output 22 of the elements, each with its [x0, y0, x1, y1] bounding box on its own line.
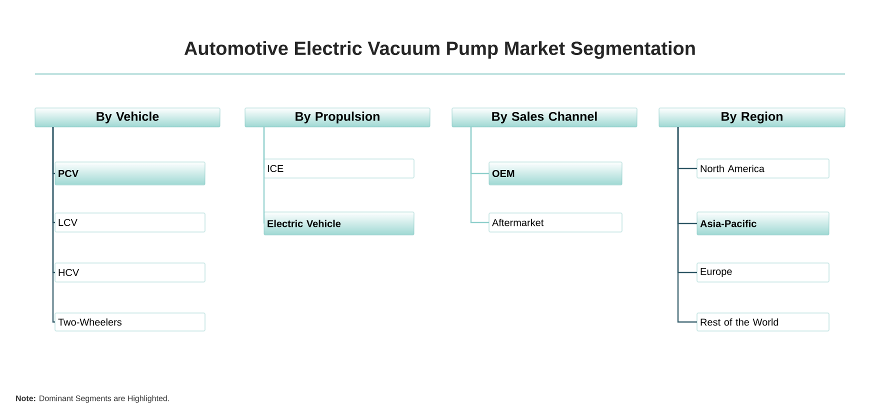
segment-box: Rest of the World: [696, 312, 830, 332]
segment-box: ICE: [264, 158, 414, 178]
note: Note: Dominant Segments are Highlighted.: [16, 395, 169, 403]
segment-box: Two-Wheelers: [54, 312, 206, 332]
category-header: By Region: [658, 108, 846, 128]
segment-box: OEM: [488, 162, 622, 186]
segment-box: LCV: [54, 212, 206, 232]
segment-box: PCV: [54, 162, 206, 186]
title: Automotive Electric Vacuum Pump Market Segmentation: [184, 41, 695, 59]
category-header: By Vehicle: [34, 108, 220, 128]
connector-line: [263, 127, 265, 224]
segment-box: Europe: [696, 262, 830, 282]
segment-box: Aftermarket: [488, 212, 622, 232]
segment-box: HCV: [54, 262, 206, 282]
segment-box: Electric Vehicle: [264, 212, 414, 236]
segment-box: Asia-Pacific: [696, 212, 830, 236]
category-header: By Propulsion: [244, 108, 430, 128]
category-header: By Sales Channel: [452, 108, 638, 128]
connector-line: [677, 127, 697, 323]
connector-line: [52, 127, 56, 323]
segment-box: North America: [696, 158, 830, 178]
connector-line: [470, 127, 489, 224]
